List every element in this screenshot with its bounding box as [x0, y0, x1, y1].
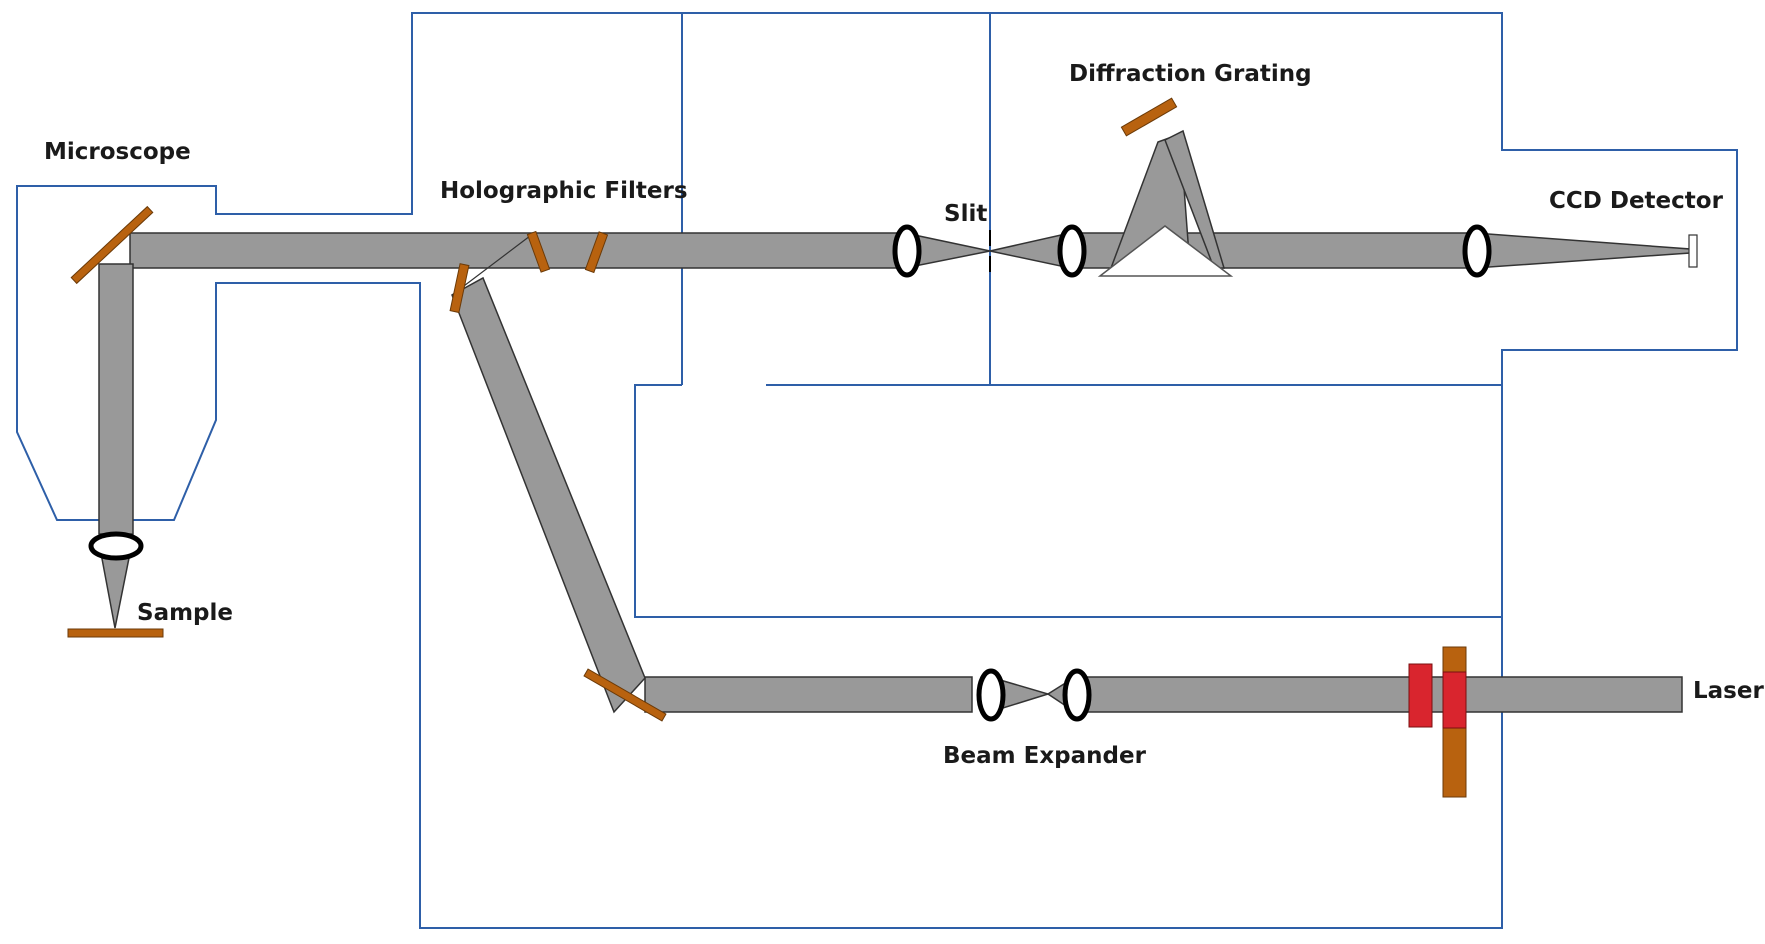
- microscope-housing: [16, 12, 1738, 929]
- diagonal-beam: [451, 276, 646, 714]
- ccd-detector-icon: [1688, 234, 1698, 268]
- holographic-filter-1-icon: [449, 263, 470, 314]
- label-slit: Slit: [944, 201, 988, 227]
- inner-compartment: [634, 384, 1502, 618]
- enclosure-outlines: [16, 12, 1738, 929]
- beam-expander-lens-2-icon: [1062, 668, 1092, 722]
- label-microscope: Microscope: [44, 139, 191, 165]
- sample-stage-icon: [67, 628, 164, 638]
- label-sample: Sample: [137, 600, 233, 626]
- objective-lens-icon: [88, 531, 144, 561]
- label-beam-expander: Beam Expander: [943, 743, 1146, 769]
- optics: [67, 97, 1698, 798]
- main-beam-left: [129, 232, 906, 269]
- label-ccd-detector: CCD Detector: [1549, 188, 1723, 214]
- label-laser: Laser: [1693, 678, 1764, 704]
- diffraction-grating-icon: [1120, 97, 1178, 137]
- laser-filter-assembly-icon: [1408, 646, 1467, 798]
- laser-beam-mid: [644, 676, 973, 713]
- laser-beam-path: [451, 276, 1683, 714]
- grating-branch-out: [1164, 129, 1226, 269]
- label-holographic-filters: Holographic Filters: [440, 178, 688, 204]
- main-beam-path: [129, 129, 1691, 296]
- laser-beam-main: [1079, 676, 1683, 713]
- microscope-beam-path: [98, 263, 134, 629]
- ccd-cone: [1474, 232, 1691, 269]
- holographic-filter-3-icon: [584, 231, 609, 274]
- slit-output-lens-icon: [1057, 224, 1087, 278]
- beam-expander-lens-1-icon: [976, 668, 1006, 722]
- laser-mirror-icon: [583, 668, 667, 722]
- holographic-filter-2-icon: [526, 230, 551, 273]
- microscope-beam: [98, 263, 134, 535]
- microscope-mirror-icon: [70, 205, 154, 285]
- ccd-focusing-lens-icon: [1462, 224, 1492, 278]
- label-diffraction-grating: Diffraction Grating: [1069, 61, 1312, 87]
- slit-input-lens-icon: [892, 224, 922, 278]
- prism-icon: [1097, 225, 1234, 277]
